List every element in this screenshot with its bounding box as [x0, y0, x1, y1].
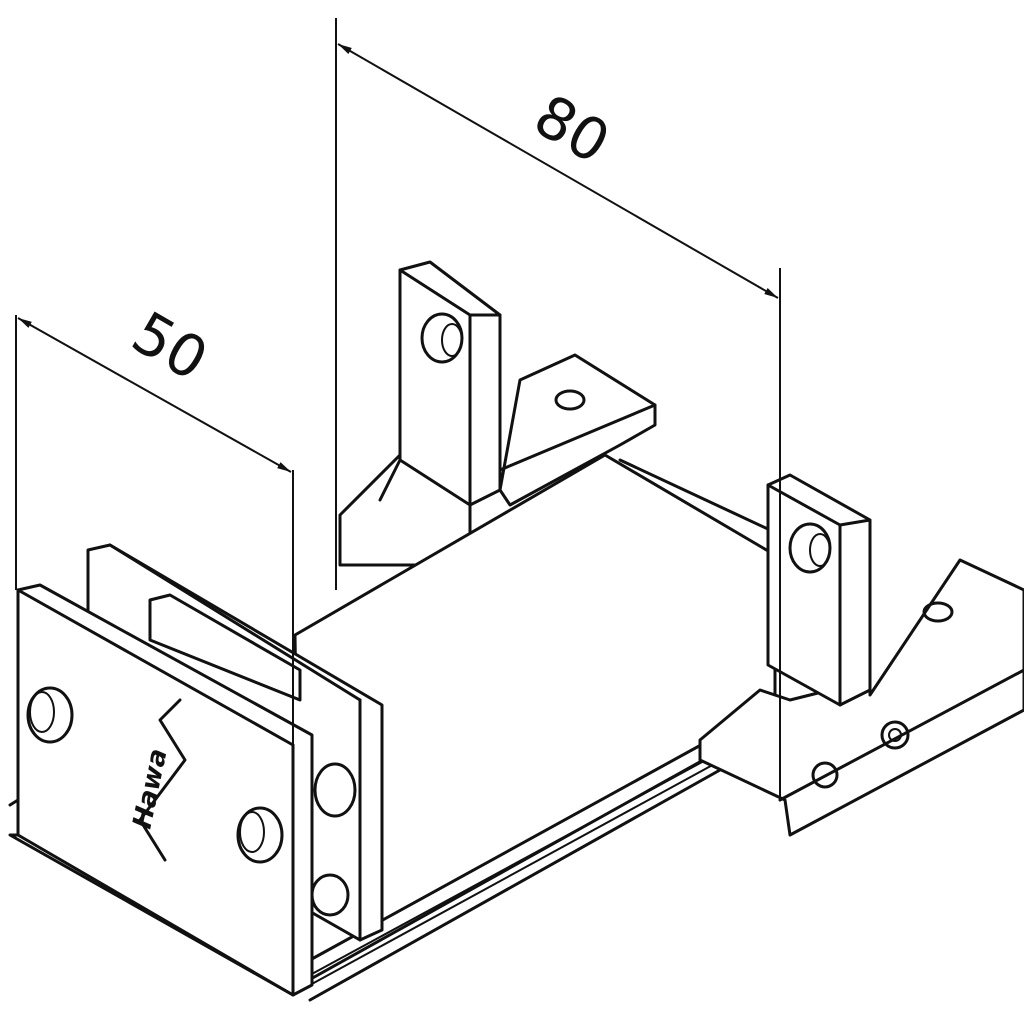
- extension-lines: [15, 18, 781, 800]
- mounting-hole: [554, 389, 586, 411]
- dimension-label-50: 50: [121, 298, 219, 394]
- mounting-hole: [26, 686, 74, 744]
- screw-icon: [880, 720, 910, 750]
- screw-icon: [811, 761, 839, 789]
- front-clamp-plate: Hawa: [8, 583, 314, 997]
- mounting-hole: [922, 601, 954, 623]
- mounting-hole: [313, 762, 357, 818]
- mounting-hole: [236, 806, 284, 864]
- dimension-label-80: 80: [523, 81, 621, 177]
- dimension-50: 50: [17, 298, 292, 473]
- rear-bracket: [338, 260, 657, 567]
- dimension-80: 80: [337, 43, 779, 299]
